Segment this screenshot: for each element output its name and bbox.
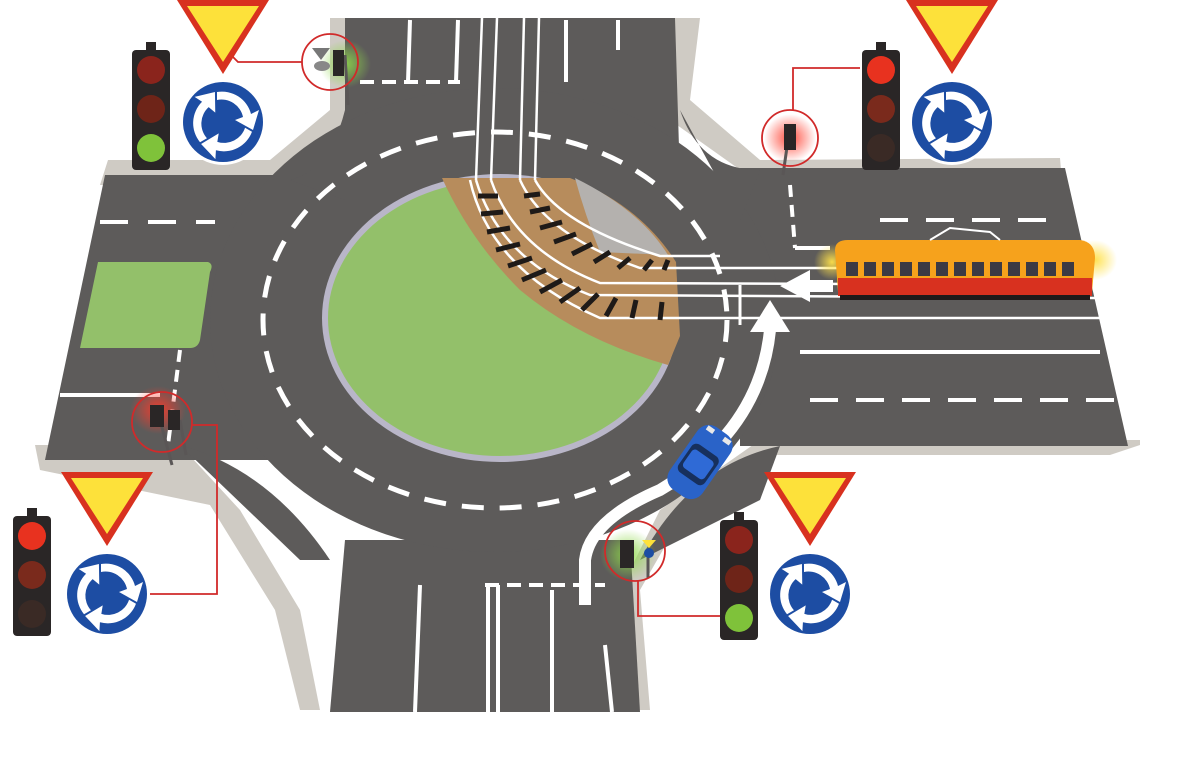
traffic-light-icon xyxy=(720,512,758,640)
traffic-light-icon xyxy=(13,508,51,636)
roundabout-sign-icon xyxy=(765,551,853,641)
yield-sign-icon xyxy=(764,472,856,546)
roundabout-sign-icon xyxy=(178,79,266,169)
track-sleepers xyxy=(478,191,671,321)
sign-group-top-right xyxy=(862,0,998,170)
sign-group-bottom-right xyxy=(720,472,856,641)
curved-path-arrow-icon xyxy=(579,300,790,605)
roundabout-sign-icon xyxy=(62,551,150,641)
arrow-left-icon xyxy=(780,270,833,302)
grass-island-west xyxy=(80,262,212,348)
traffic-light-icon xyxy=(132,42,170,170)
roadside-signals xyxy=(130,40,816,581)
sidewalks xyxy=(35,18,1140,710)
car-icon xyxy=(667,424,733,500)
tram-icon xyxy=(814,226,1117,300)
yield-sign-icon xyxy=(906,0,998,74)
roundabout-sign-icon xyxy=(907,79,995,169)
traffic-light-icon xyxy=(862,42,900,170)
sign-group-top-left xyxy=(132,0,269,170)
yield-sign-icon xyxy=(61,472,153,546)
sign-group-bottom-left xyxy=(13,472,153,641)
